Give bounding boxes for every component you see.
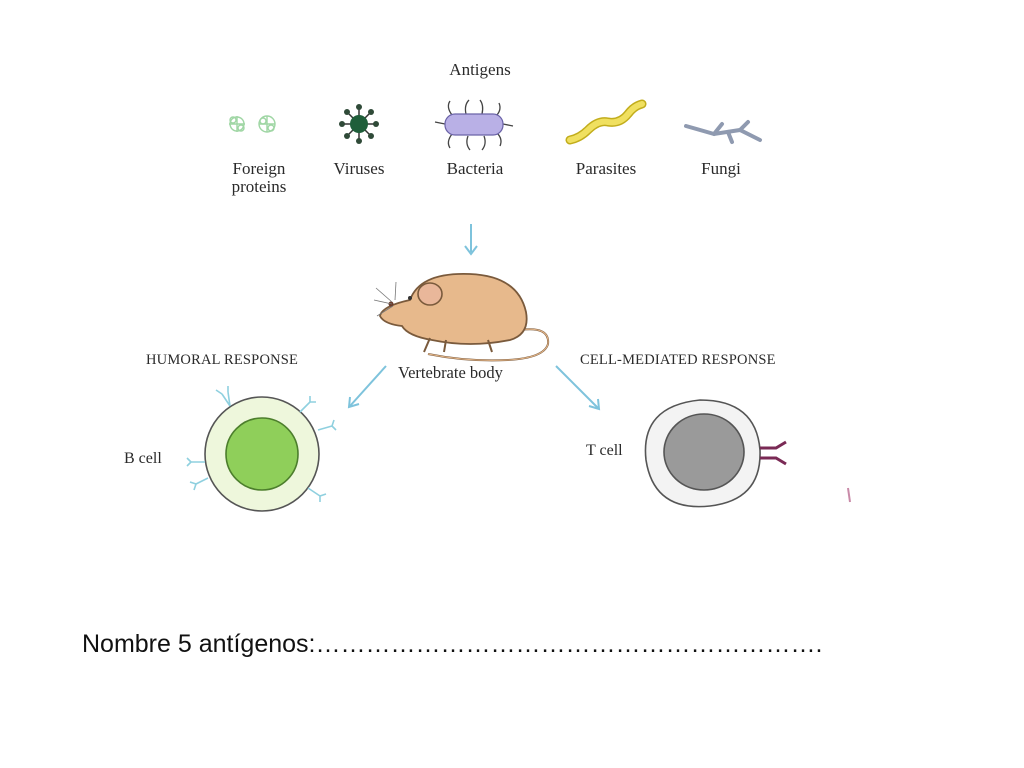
arrow-humoral xyxy=(347,365,387,409)
fungus-icon xyxy=(684,120,762,144)
diagram-title: Antigens xyxy=(449,60,511,79)
parasite-icon xyxy=(565,99,647,145)
exercise-prompt: Nombre 5 antígenos:……………………………………………………. xyxy=(82,630,823,658)
b-cell-icon xyxy=(186,386,337,512)
mouse-icon xyxy=(373,273,550,362)
cell-mediated-response-label: CELL-MEDIATED RESPONSE xyxy=(580,352,776,368)
foreign-protein-icon xyxy=(229,115,276,133)
antigen-label-viruses: Viruses xyxy=(333,159,385,178)
t-cell-icon xyxy=(644,399,851,508)
virus-icon xyxy=(339,104,379,144)
b-cell-label: B cell xyxy=(124,450,162,467)
antigen-label-bacteria: Bacteria xyxy=(446,159,504,178)
t-cell-receptor-icon xyxy=(760,440,787,466)
antigen-label-foreign-proteins: Foreign proteins xyxy=(231,159,287,196)
antigen-label-fungi: Fungi xyxy=(701,159,741,178)
bacterium-icon xyxy=(434,99,514,151)
arrow-cell-mediated xyxy=(555,365,601,411)
humoral-response-label: HUMORAL RESPONSE xyxy=(146,352,299,368)
antigen-label-parasites: Parasites xyxy=(575,159,637,178)
host-label: Vertebrate body xyxy=(398,363,503,382)
t-cell-label: T cell xyxy=(586,442,623,459)
arrow-down xyxy=(464,224,478,256)
